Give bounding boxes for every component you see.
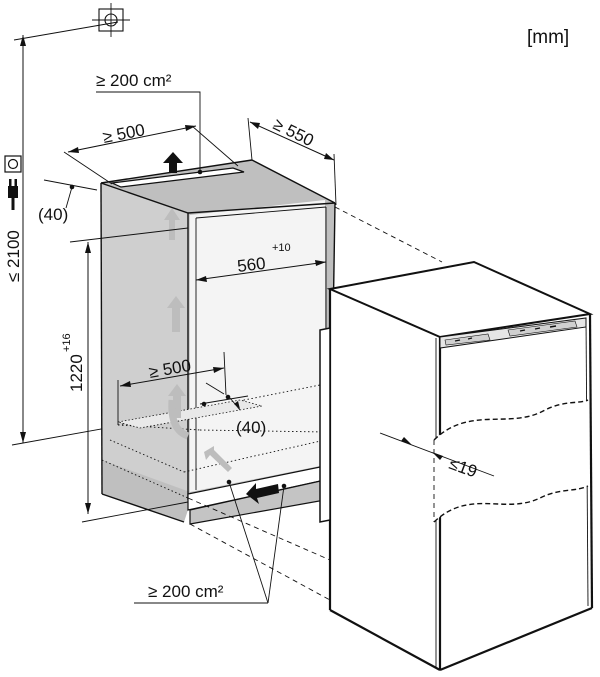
max-height-label: ≤ 2100 <box>4 230 23 282</box>
top-gap-dimension <box>43 179 98 191</box>
fixing-point-icon <box>92 3 130 37</box>
bottom-vent-area-label: ≥ 200 cm² <box>148 582 224 601</box>
bottom-gap-dimension <box>199 395 249 405</box>
top-vent-area-leader <box>96 91 201 172</box>
top-width-dimension <box>63 125 239 185</box>
height-tolerance-label: +16 <box>61 333 73 352</box>
inner-width-label: 560 <box>236 254 266 276</box>
top-vent-area-label: ≥ 200 cm² <box>96 71 172 90</box>
bottom-gap-label: (40) <box>236 418 266 437</box>
top-gap-label: (40) <box>38 205 68 224</box>
inner-width-tolerance-label: +10 <box>272 242 291 254</box>
depth-dimension <box>247 117 337 206</box>
unit-label: [mm] <box>527 27 569 48</box>
projection-top <box>334 206 443 263</box>
height-label: 1220 <box>67 354 86 392</box>
height-dimension <box>85 242 91 514</box>
depth-label: ≥ 550 <box>270 115 316 151</box>
inner-width-dimension <box>195 260 327 282</box>
refrigerator-appliance <box>319 260 594 672</box>
power-plug-icon <box>8 179 18 210</box>
bottom-width-dimension <box>117 351 227 425</box>
water-level-icon <box>4 155 22 173</box>
top-width-label: ≥ 500 <box>101 120 146 147</box>
niche-cabinet <box>100 159 336 525</box>
bottom-vent-airflow-arrow <box>246 483 279 504</box>
top-vent-airflow-arrow <box>163 152 183 173</box>
max-height-dimension <box>20 35 26 443</box>
top-reference-line <box>13 21 119 41</box>
door-offset-dimension <box>379 432 495 477</box>
airflow-arrows <box>164 208 232 472</box>
